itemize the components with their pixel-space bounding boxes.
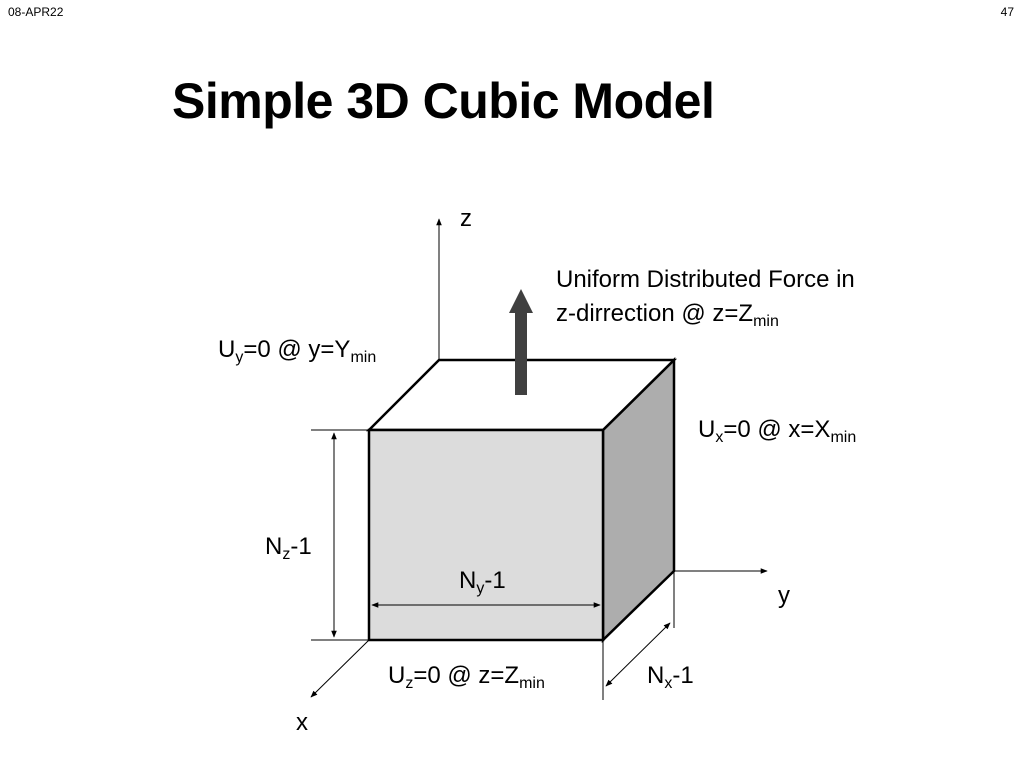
z-axis-label: z xyxy=(460,205,472,232)
header-date: 08-APR22 xyxy=(8,5,64,19)
bc-y-label: Uy=0 @ y=Ymin xyxy=(218,336,377,366)
dim-x-label: Nx-1 xyxy=(647,662,694,692)
cube-front-face xyxy=(367,428,605,642)
force-line-2-sub: min xyxy=(753,313,779,330)
force-arrow xyxy=(509,289,533,395)
force-annotation: Uniform Distributed Force in z-dirrectio… xyxy=(556,263,855,331)
y-axis-label: y xyxy=(778,582,790,609)
x-axis xyxy=(310,639,370,698)
bc-z-label: Uz=0 @ z=Zmin xyxy=(388,662,545,692)
bc-x-label: Ux=0 @ x=Xmin xyxy=(698,416,857,446)
force-line-2-text: z-dirrection @ z=Z xyxy=(556,300,754,327)
page-number: 47 xyxy=(1000,5,1014,19)
x-axis-label: x xyxy=(296,709,308,736)
force-line-1: Uniform Distributed Force in xyxy=(556,266,855,293)
dim-y-label: Ny-1 xyxy=(459,567,506,597)
page-title: Simple 3D Cubic Model xyxy=(172,73,715,129)
force-line-2: z-dirrection @ z=Zmin xyxy=(556,297,855,331)
dim-x-arrow xyxy=(605,622,671,687)
dim-z-label: Nz-1 xyxy=(265,533,312,563)
